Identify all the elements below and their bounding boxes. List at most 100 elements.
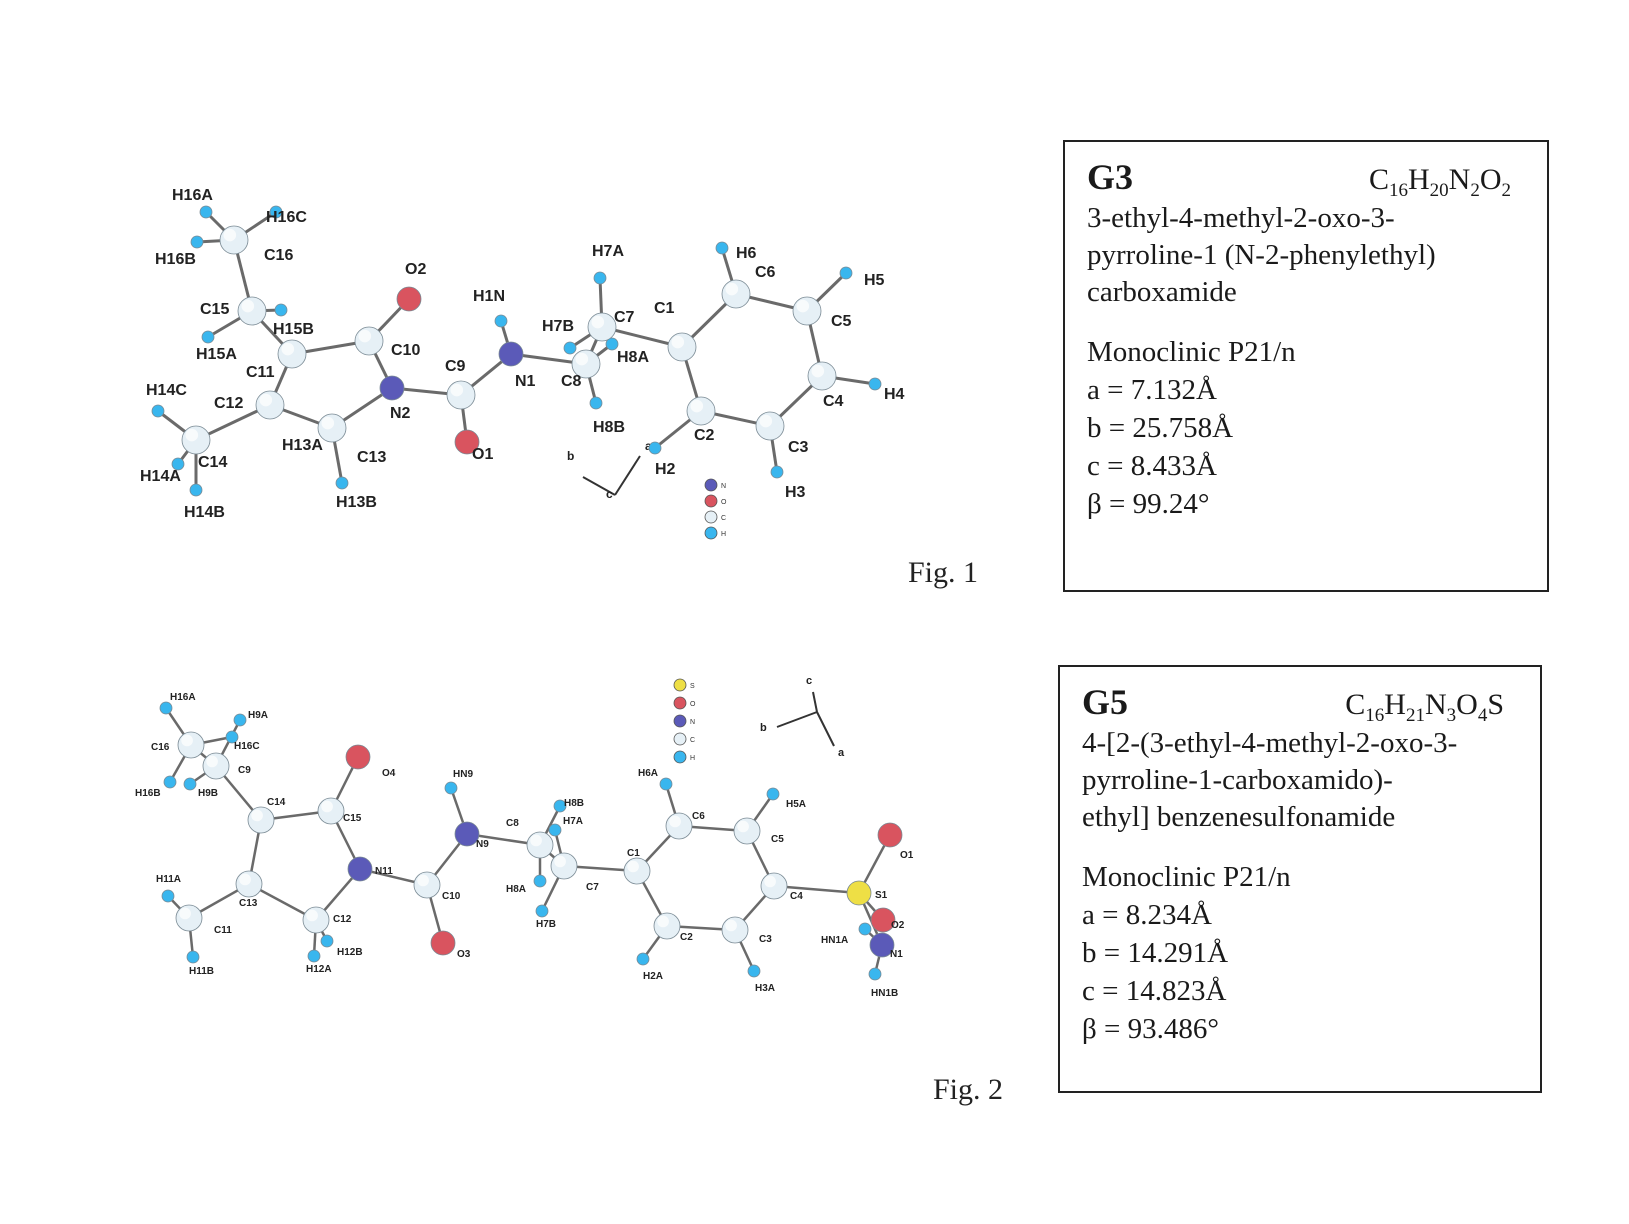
atom-O3	[430, 930, 456, 956]
atom-label-N1: N1	[515, 373, 536, 390]
atom-label-C6: C6	[755, 264, 776, 281]
atom-H1N	[494, 314, 508, 328]
atom-highlight	[811, 364, 825, 378]
atom-C5	[792, 296, 822, 326]
atom-label-C15: C15	[343, 813, 362, 824]
fig2-axis-a	[816, 711, 835, 747]
atom-label-C10: C10	[391, 342, 420, 359]
atom-highlight	[321, 416, 335, 430]
atom-H13B	[335, 476, 349, 490]
atom-highlight	[306, 909, 318, 922]
fig2-crystal-system: Monoclinic P21/n	[1082, 861, 1291, 893]
atom-C11	[277, 339, 307, 369]
atom-highlight	[669, 815, 681, 828]
fig2-axis-b	[776, 711, 818, 728]
atom-C1	[667, 332, 697, 362]
fig2-axis-label-a: a	[838, 747, 845, 759]
fig2-crystal-params: Monoclinic P21/n a = 8.234Å b = 14.291Å …	[1060, 836, 1540, 1048]
atom-highlight	[239, 873, 251, 886]
atom-highlight	[591, 315, 605, 329]
atom-label-H2: H2	[655, 461, 676, 478]
atom-label-C16: C16	[264, 247, 293, 264]
fig1-crystal-system: Monoclinic P21/n	[1087, 336, 1296, 368]
atom-label-C16: C16	[151, 742, 170, 753]
fig2-compound-name: 4-[2-(3-ethyl-4-methyl-2-oxo-3- pyrrolin…	[1060, 725, 1540, 836]
atom-H8B	[553, 799, 567, 813]
fig1-crystal-params: Monoclinic P21/n a = 7.132Å b = 25.758Å …	[1065, 311, 1547, 523]
atom-O1	[877, 822, 903, 848]
atom-highlight	[206, 755, 218, 768]
atom-C1	[623, 857, 651, 885]
atom-label-H9B: H9B	[198, 788, 218, 799]
atom-label-N1: N1	[890, 949, 903, 960]
atom-highlight	[223, 228, 237, 242]
atom-label-C2: C2	[694, 427, 715, 444]
atom-highlight	[759, 414, 773, 428]
atom-label-H7B: H7B	[536, 919, 556, 930]
fig1-axis-label-a: a	[645, 439, 652, 453]
atom-C13	[235, 870, 263, 898]
atom-C15	[317, 797, 345, 825]
legend-label-H: H	[690, 755, 695, 762]
atom-label-H15A: H15A	[196, 346, 237, 363]
fig1-axis-b	[582, 476, 616, 496]
atom-highlight	[725, 919, 737, 932]
atom-label-H8A: H8A	[617, 349, 649, 366]
atom-label-C7: C7	[586, 882, 599, 893]
legend-swatch-N	[704, 478, 718, 492]
atom-H6	[715, 241, 729, 255]
atom-H11A	[161, 889, 175, 903]
atom-C5	[733, 817, 761, 845]
atom-label-H3A: H3A	[755, 983, 775, 994]
atom-label-H16B: H16B	[155, 251, 196, 268]
legend-label-N: N	[690, 719, 695, 726]
atom-highlight	[554, 855, 566, 868]
atom-H11B	[186, 950, 200, 964]
atom-O2	[396, 286, 422, 312]
atom-C9	[202, 752, 230, 780]
atom-C9	[446, 380, 476, 410]
atom-label-C8: C8	[506, 818, 519, 829]
atom-label-H8B: H8B	[593, 419, 625, 436]
atom-label-H14A: H14A	[140, 468, 181, 485]
atom-O4	[345, 744, 371, 770]
fig2-molecular-formula: C16H21N3O4S	[1345, 688, 1504, 726]
atom-O2	[870, 907, 896, 933]
atom-highlight	[690, 399, 704, 413]
atom-highlight	[530, 834, 542, 847]
atom-label-C1: C1	[654, 300, 675, 317]
atom-H16A	[159, 701, 173, 715]
atom-label-S1: S1	[875, 890, 888, 901]
atom-C16	[219, 225, 249, 255]
fig1-axis-label-b: b	[567, 449, 574, 463]
atom-label-H12B: H12B	[337, 947, 363, 958]
atom-label-H6A: H6A	[638, 768, 658, 779]
atom-label-C5: C5	[771, 834, 784, 845]
atom-label-C13: C13	[239, 898, 258, 909]
atom-HN1B	[868, 967, 882, 981]
legend-label-O: O	[721, 499, 727, 506]
atom-label-C3: C3	[759, 934, 772, 945]
atom-H16A	[199, 205, 213, 219]
atom-label-H7B: H7B	[542, 318, 574, 335]
atom-label-H16A: H16A	[170, 692, 196, 703]
atom-label-H16C: H16C	[234, 741, 260, 752]
atom-N9	[454, 821, 480, 847]
atom-H7A	[548, 823, 562, 837]
atom-label-HN9: HN9	[453, 769, 473, 780]
atom-C2	[686, 396, 716, 426]
atom-label-C7: C7	[614, 309, 635, 326]
atom-H14C	[151, 404, 165, 418]
atom-H15A	[201, 330, 215, 344]
atom-label-N9: N9	[476, 839, 489, 850]
atom-highlight	[241, 299, 255, 313]
atom-C3	[755, 411, 785, 441]
atom-label-H6: H6	[736, 245, 757, 262]
atom-highlight	[796, 299, 810, 313]
atom-label-H4: H4	[884, 386, 905, 403]
fig2-param-beta: β = 93.486°	[1082, 1013, 1219, 1045]
atom-label-H2A: H2A	[643, 971, 663, 982]
fig1-param-a: a = 7.132Å	[1087, 374, 1217, 406]
